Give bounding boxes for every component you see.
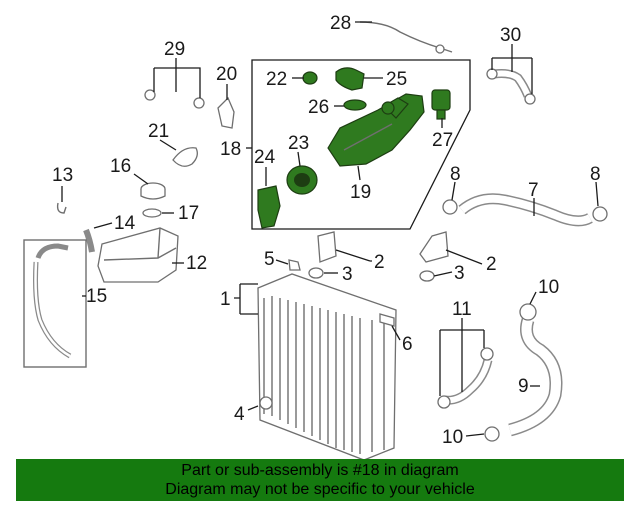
part-26-gasket (343, 99, 367, 111)
part-2-bracket-left (317, 231, 337, 263)
part-11-hose (437, 347, 494, 409)
part-27-sensor (431, 89, 451, 120)
callout-20: 20 (216, 64, 237, 85)
callout-11: 11 (452, 299, 472, 320)
footer-line-1: Part or sub-assembly is #18 in diagram (181, 462, 459, 479)
part-28-strap (359, 21, 453, 54)
part-24-outlet (257, 185, 281, 229)
part-17-seal (142, 208, 162, 218)
part-12-reservoir (97, 227, 179, 283)
part-25-fitting (335, 67, 365, 91)
callout-9: 9 (518, 376, 529, 397)
callout-4: 4 (234, 404, 245, 425)
part-14-hose (83, 228, 95, 253)
footer-line-2: Diagram may not be specific to your vehi… (165, 481, 475, 498)
part-8-clamp-left (442, 199, 458, 215)
callout-8-right: 8 (590, 164, 601, 185)
part-4-bushing (259, 396, 273, 410)
callout-2-right: 2 (486, 254, 497, 275)
callout-21: 21 (148, 121, 169, 142)
callout-1: 1 (220, 289, 231, 310)
part-20-bracket (217, 96, 235, 129)
part-3-mount-right (419, 270, 435, 282)
part-5-clip (288, 259, 301, 271)
callout-13: 13 (52, 165, 73, 186)
part-8-clamp-right (592, 206, 608, 222)
part-19-housing (327, 93, 425, 167)
part-1-radiator (257, 273, 397, 461)
part-10-clamp-bottom (484, 426, 500, 442)
callout-23: 23 (288, 133, 309, 154)
callout-30: 30 (500, 25, 521, 46)
footer-banner: Part or sub-assembly is #18 in diagram D… (16, 459, 624, 501)
callout-16: 16 (110, 156, 131, 177)
callout-10-top: 10 (538, 277, 559, 298)
callout-24: 24 (254, 147, 276, 168)
callout-22: 22 (266, 69, 287, 90)
callout-15: 15 (86, 286, 107, 307)
callout-6: 6 (402, 334, 413, 355)
callout-27: 27 (432, 130, 453, 151)
part-23-thermostat (286, 165, 318, 195)
callout-2-left: 2 (374, 252, 385, 273)
callout-28: 28 (330, 13, 351, 34)
part-22-oring (302, 71, 318, 85)
callout-29: 29 (164, 39, 185, 60)
part-13-clip (56, 202, 67, 214)
part-6-plug (379, 313, 395, 327)
part-21-flange (172, 147, 198, 167)
callout-14: 14 (114, 213, 136, 234)
callout-3-right: 3 (454, 263, 465, 284)
part-2-bracket-right (419, 231, 449, 263)
leader-lines (61, 21, 599, 437)
callout-26: 26 (308, 97, 329, 118)
callout-3-left: 3 (342, 264, 353, 285)
callout-5: 5 (264, 249, 275, 270)
callout-12: 12 (186, 253, 207, 274)
part-9-hose (508, 318, 563, 437)
callout-8-left: 8 (450, 164, 461, 185)
part-30-hose (486, 68, 536, 105)
subassembly-18-frame (251, 59, 471, 230)
callout-17: 17 (178, 203, 199, 224)
part-29-hose (144, 89, 205, 109)
callout-25: 25 (386, 69, 407, 90)
part-10-clamp-top (519, 303, 537, 321)
part-7-hose (458, 193, 593, 227)
part-15-overflow-hose (23, 239, 87, 368)
callout-18: 18 (220, 139, 241, 160)
callout-7: 7 (528, 180, 539, 201)
part-16-cap (140, 182, 166, 200)
callout-19: 19 (350, 182, 371, 203)
part-3-mount-left (308, 267, 324, 279)
callout-10-bottom: 10 (442, 427, 463, 448)
